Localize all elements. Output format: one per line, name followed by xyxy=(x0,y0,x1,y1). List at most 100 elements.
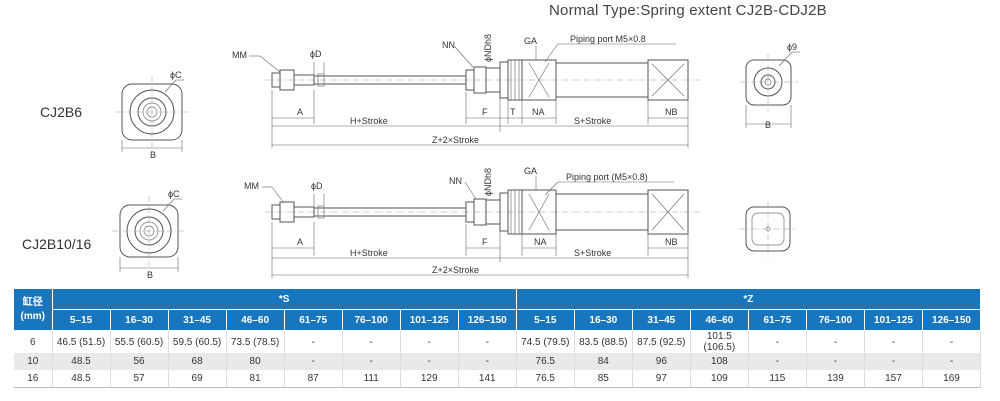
na-label: NA xyxy=(532,107,545,117)
ga-label: GA xyxy=(524,36,537,46)
dimension-table: 缸径 (mm) *S *Z 5–15 16–30 31–45 46–60 61–… xyxy=(14,289,982,388)
range-header: 5–15 xyxy=(516,309,575,331)
phi-c-label-bottom: ϕC xyxy=(168,189,180,199)
z-cell: - xyxy=(864,330,923,353)
s-cell: 73.5 (78.5) xyxy=(226,330,285,353)
z-cell: - xyxy=(922,353,982,370)
s-cell: 87 xyxy=(284,370,343,388)
s-cell: 55.5 (60.5) xyxy=(110,330,169,353)
model-label-cj2b6: CJ2B6 xyxy=(40,104,83,120)
s-cell: 68 xyxy=(168,353,227,370)
s-cell: 46.5 (51.5) xyxy=(52,330,111,353)
range-header: 126–150 xyxy=(922,309,982,331)
table-header-row: 缸径 (mm) *S *Z xyxy=(14,289,982,331)
z-cell: 96 xyxy=(632,353,691,370)
nd-label: ϕNDh8 xyxy=(483,34,493,62)
model-label-cj2b10-16: CJ2B10/16 xyxy=(22,236,92,252)
z-stroke-label-bottom: Z+2×Stroke xyxy=(432,265,479,275)
s-cell: 81 xyxy=(226,370,285,388)
s-cell: 141 xyxy=(458,370,517,388)
b-label: B xyxy=(150,150,156,160)
z-cell: 108 xyxy=(690,353,749,370)
z-cell: 83.5 (88.5) xyxy=(574,330,633,353)
z-cell: 85 xyxy=(574,370,633,388)
range-header: 61–75 xyxy=(284,309,343,331)
s-cell: 57 xyxy=(110,370,169,388)
end-view-left-top: ϕC B xyxy=(115,70,190,160)
end-view-right-bottom xyxy=(740,201,796,257)
nd-label-bottom: ϕNDh8 xyxy=(483,168,493,196)
bore-cell: 6 xyxy=(14,330,53,353)
ga-label-bottom: GA xyxy=(524,166,537,176)
page-title: Normal Type:Spring extent CJ2B-CDJ2B xyxy=(549,2,827,19)
z-cell: - xyxy=(748,330,807,353)
s-cell: - xyxy=(284,353,343,370)
table-range-row: 5–15 16–30 31–45 46–60 61–75 76–100 101–… xyxy=(14,309,982,331)
bore-cell: 10 xyxy=(14,353,53,370)
h-stroke-label-bottom: H+Stroke xyxy=(350,248,388,258)
range-header: 76–100 xyxy=(806,309,865,331)
range-header: 46–60 xyxy=(690,309,749,331)
group-s-header: *S xyxy=(52,289,517,310)
s-cell: 59.5 (60.5) xyxy=(168,330,227,353)
s-cell: - xyxy=(400,330,459,353)
f-label-bottom: F xyxy=(482,237,488,247)
range-header: 76–100 xyxy=(342,309,401,331)
range-header: 16–30 xyxy=(110,309,169,331)
b-label-right-top: B xyxy=(765,120,771,130)
phi-d-label: ϕD xyxy=(310,49,322,59)
a-label: A xyxy=(297,107,303,117)
f-label: F xyxy=(482,107,488,117)
h-stroke-label: H+Stroke xyxy=(350,116,388,126)
s-cell: 56 xyxy=(110,353,169,370)
s-cell: 69 xyxy=(168,370,227,388)
z-cell: 157 xyxy=(864,370,923,388)
z-stroke-label: Z+2×Stroke xyxy=(432,135,479,145)
s-cell: 48.5 xyxy=(52,353,111,370)
z-cell: - xyxy=(864,353,923,370)
s-cell: - xyxy=(400,353,459,370)
range-header: 101–125 xyxy=(400,309,459,331)
z-cell: 115 xyxy=(748,370,807,388)
mm-label-bottom: MM xyxy=(244,181,259,191)
s-cell: - xyxy=(342,330,401,353)
z-cell: - xyxy=(806,353,865,370)
bore-cell: 16 xyxy=(14,370,53,388)
t-label: T xyxy=(510,107,516,117)
s-stroke-label: S+Stroke xyxy=(574,116,611,126)
range-header: 61–75 xyxy=(748,309,807,331)
bore-header: 缸径 (mm) xyxy=(14,289,53,331)
z-cell: 169 xyxy=(922,370,982,388)
s-cell: - xyxy=(458,353,517,370)
phi-c-label: ϕC xyxy=(170,70,182,80)
range-header: 5–15 xyxy=(52,309,111,331)
z-cell: 76.5 xyxy=(516,370,575,388)
phi-9-label: ϕ9 xyxy=(787,42,797,52)
cylinder-drawings: ϕC B MM ϕD xyxy=(112,34,800,280)
side-view-bottom: MM ϕD NN ϕNDh8 GA Piping port (M5×0.8) A… xyxy=(244,166,700,278)
z-cell: 109 xyxy=(690,370,749,388)
nb-label: NB xyxy=(665,107,678,117)
z-cell: 74.5 (79.5) xyxy=(516,330,575,353)
s-cell: 48.5 xyxy=(52,370,111,388)
end-view-left-bottom: ϕC B xyxy=(112,189,186,280)
range-header: 31–45 xyxy=(168,309,227,331)
z-cell: - xyxy=(806,330,865,353)
z-cell: 139 xyxy=(806,370,865,388)
s-cell: - xyxy=(342,353,401,370)
z-cell: 87.5 (92.5) xyxy=(632,330,691,353)
mm-label: MM xyxy=(232,50,247,60)
na-label-bottom: NA xyxy=(534,237,547,247)
group-z-header: *Z xyxy=(516,289,982,310)
s-cell: - xyxy=(284,330,343,353)
s-stroke-label-bottom: S+Stroke xyxy=(574,248,611,258)
s-cell: 111 xyxy=(342,370,401,388)
range-header: 31–45 xyxy=(632,309,691,331)
phi-d-label-bottom: ϕD xyxy=(311,181,323,191)
z-cell: 84 xyxy=(574,353,633,370)
z-cell: 76.5 xyxy=(516,353,575,370)
z-cell: 97 xyxy=(632,370,691,388)
